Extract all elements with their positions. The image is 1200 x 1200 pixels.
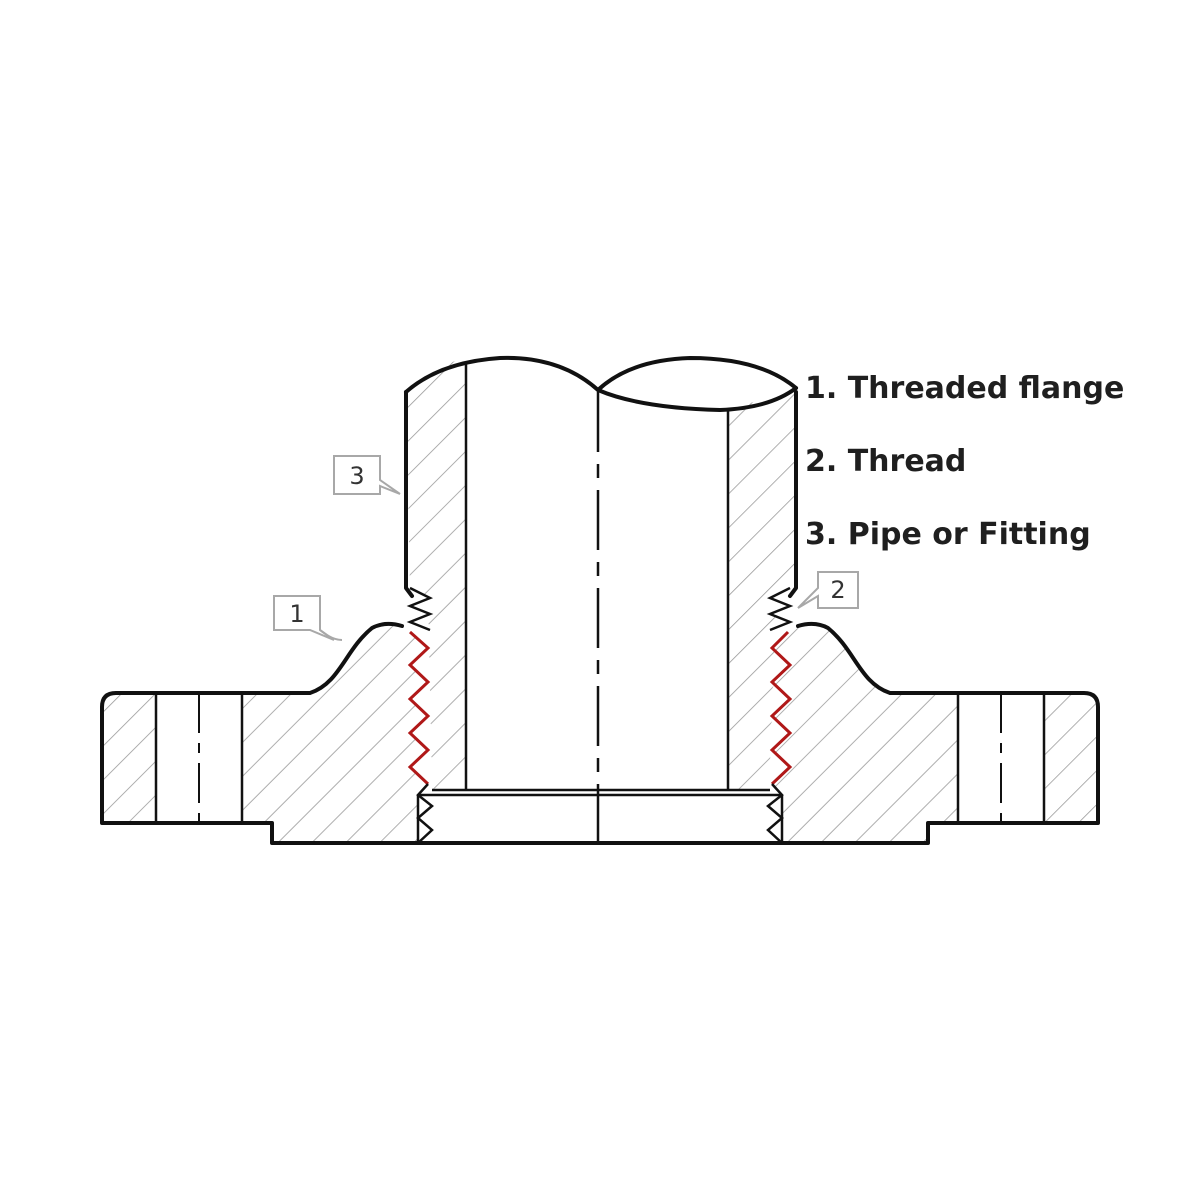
legend-item-pipe-or-fitting: 3. Pipe or Fitting bbox=[805, 517, 1091, 552]
callout-pipe-label: 3 bbox=[349, 462, 364, 490]
callout-thread-label: 2 bbox=[830, 576, 845, 604]
callout-thread: 2 bbox=[797, 571, 859, 609]
bolt-holes bbox=[154, 693, 1046, 823]
pipe-section bbox=[406, 358, 796, 790]
thread-right bbox=[766, 586, 794, 844]
callout-flange-label: 1 bbox=[289, 600, 304, 628]
callout-flange: 1 bbox=[273, 595, 343, 641]
legend-item-threaded-flange: 1. Threaded flange bbox=[805, 371, 1124, 406]
callout-pipe: 3 bbox=[333, 455, 401, 495]
flange-outline bbox=[100, 621, 1100, 845]
pipe-outline bbox=[404, 355, 798, 843]
legend: 1. Threaded flange 2. Thread 3. Pipe or … bbox=[805, 371, 1124, 552]
flange-section bbox=[104, 623, 1096, 843]
legend-item-thread: 2. Thread bbox=[805, 444, 966, 479]
thread-left bbox=[406, 586, 434, 844]
